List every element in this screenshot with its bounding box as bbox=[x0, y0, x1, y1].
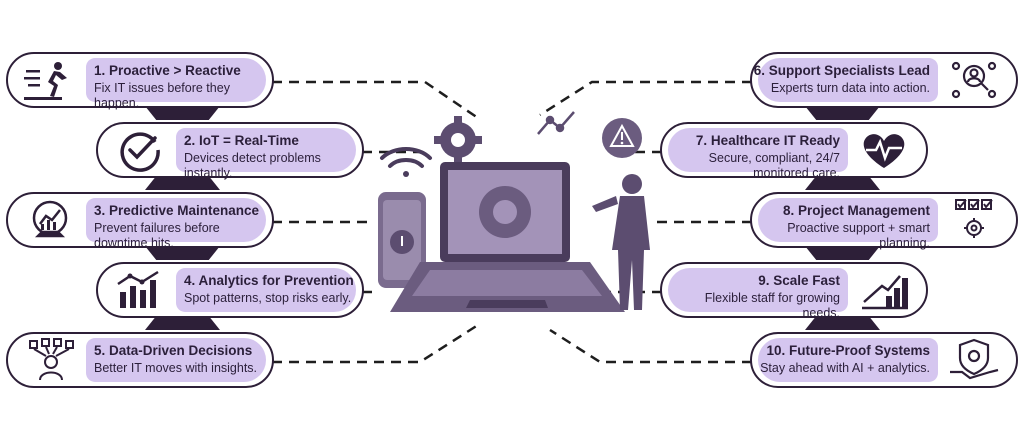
card-title: 7. Healthcare IT Ready bbox=[695, 133, 840, 148]
card-desc: Proactive support + smart planning. bbox=[787, 221, 930, 250]
card-desc: Spot patterns, stop risks early. bbox=[184, 291, 352, 305]
left-band-1 bbox=[145, 106, 220, 120]
card-data-driven: 5. Data-Driven Decisions Better IT moves… bbox=[6, 332, 274, 388]
card-desc: Prevent failures before downtime hits. bbox=[94, 221, 220, 250]
left-band-2 bbox=[145, 176, 220, 190]
person-pointing-icon bbox=[592, 174, 650, 310]
card-title: 1. Proactive > Reactive bbox=[94, 63, 241, 78]
laptop-lifebuoy-icon bbox=[390, 162, 625, 312]
left-band-3 bbox=[145, 246, 220, 260]
crystal-ball-chart-icon bbox=[32, 200, 68, 238]
card-analytics: 4. Analytics for Prevention Spot pattern… bbox=[96, 262, 364, 318]
wifi-icon bbox=[380, 147, 432, 177]
warning-icon bbox=[602, 118, 642, 158]
card-desc: Devices detect problems instantly. bbox=[184, 151, 321, 180]
card-desc: Experts turn data into action. bbox=[770, 81, 930, 95]
card-desc: Fix IT issues before they happen. bbox=[94, 81, 230, 110]
running-person-icon bbox=[24, 62, 67, 100]
specialist-search-icon bbox=[951, 61, 997, 99]
card-title: 5. Data-Driven Decisions bbox=[94, 343, 253, 358]
bar-chart-trend-icon bbox=[117, 270, 159, 308]
card-healthcare: 7. Healthcare IT Ready Secure, compliant… bbox=[660, 122, 928, 180]
connector-6 bbox=[539, 80, 752, 117]
right-band-1 bbox=[805, 106, 880, 120]
card-title: 8. Project Management bbox=[782, 203, 930, 218]
card-project: 8. Project Management Proactive support … bbox=[750, 192, 1018, 250]
right-band-3 bbox=[805, 246, 880, 260]
right-band-4 bbox=[805, 316, 880, 330]
card-title: 10. Future-Proof Systems bbox=[766, 343, 930, 358]
trend-line-icon bbox=[537, 111, 575, 135]
growth-stairs-icon bbox=[862, 275, 908, 310]
left-band-4 bbox=[145, 316, 220, 330]
decision-person-icon bbox=[29, 338, 74, 381]
card-specialists: 6. Support Specialists Lead Experts turn… bbox=[750, 52, 1018, 108]
card-desc: Flexible staff for growing needs. bbox=[704, 291, 840, 320]
card-iot: 2. IoT = Real-Time Devices detect proble… bbox=[96, 122, 364, 180]
card-title: 4. Analytics for Prevention bbox=[184, 273, 354, 288]
card-desc: Better IT moves with insights. bbox=[94, 361, 258, 375]
connector-1 bbox=[272, 80, 479, 120]
connector-5 bbox=[272, 323, 479, 364]
card-proactive: 1. Proactive > Reactive Fix IT issues be… bbox=[6, 52, 274, 110]
card-desc: Stay ahead with AI + analytics. bbox=[760, 361, 930, 375]
smartphone-icon bbox=[378, 192, 426, 288]
card-future-proof: 10. Future-Proof Systems Stay ahead with… bbox=[750, 332, 1018, 388]
card-desc: Secure, compliant, 24/7 monitored care. bbox=[708, 151, 840, 180]
shield-hand-icon bbox=[950, 338, 999, 380]
checklist-gear-icon bbox=[955, 199, 993, 238]
right-band-2 bbox=[805, 176, 880, 190]
gear-icon bbox=[434, 116, 482, 164]
card-scale: 9. Scale Fast Flexible staff for growing… bbox=[660, 262, 928, 320]
heartbeat-icon bbox=[863, 134, 905, 168]
card-title: 3. Predictive Maintenance bbox=[94, 203, 260, 218]
card-title: 9. Scale Fast bbox=[758, 273, 840, 288]
card-predictive: 3. Predictive Maintenance Prevent failur… bbox=[6, 192, 274, 250]
check-clock-icon bbox=[120, 132, 160, 172]
card-title: 2. IoT = Real-Time bbox=[184, 133, 299, 148]
connector-10 bbox=[549, 328, 752, 364]
card-title: 6. Support Specialists Lead bbox=[753, 63, 930, 78]
center-illustration bbox=[378, 111, 650, 312]
